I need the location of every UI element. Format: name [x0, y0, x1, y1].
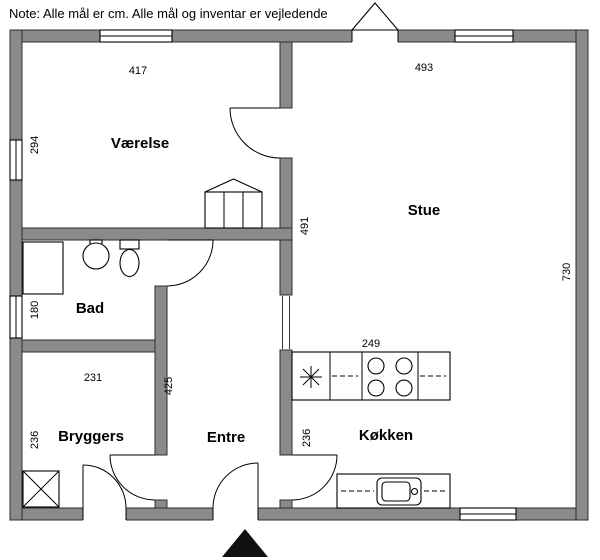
door-entre-main	[212, 462, 259, 521]
bathroom-sink	[82, 239, 110, 270]
door-swing-arc	[82, 464, 127, 509]
sink-drain	[410, 487, 419, 496]
dimension-labels: 417 493 231 249 294 180 236 491 425 236 …	[29, 62, 573, 449]
dim-house-height: 730	[561, 263, 573, 281]
dim-bryggers-width: 231	[84, 372, 102, 384]
room-label-vaerelse: Værelse	[111, 135, 169, 152]
window-bottom-koekken	[459, 507, 517, 521]
room-labels: Værelse Stue Bad Bryggers Entre Køkken	[58, 135, 440, 446]
door-leaf-triangle	[350, 2, 400, 31]
wardrobe-top	[204, 178, 263, 193]
walls	[9, 29, 589, 521]
wall-entre-koekken	[279, 349, 293, 456]
entrance-arrow-marker	[222, 529, 268, 557]
note-text: Note: Alle mål er cm. Alle mål og invent…	[9, 6, 328, 21]
burner-circle	[367, 357, 385, 375]
room-label-entre: Entre	[207, 429, 245, 446]
toilet-tank	[119, 239, 140, 250]
door-bad	[166, 239, 214, 287]
toilet	[119, 239, 140, 278]
wall-outer-right	[575, 29, 589, 521]
door-opening	[352, 29, 398, 43]
cabinet-outline	[22, 241, 64, 295]
dim-koekken-height: 236	[301, 429, 313, 447]
window-left-vaerelse	[9, 139, 23, 181]
room-label-bryggers: Bryggers	[58, 428, 124, 445]
door-swing-arc	[291, 454, 338, 501]
bathroom-cabinet	[22, 241, 64, 295]
appliance-symbol	[300, 366, 322, 388]
door-opening	[83, 507, 126, 521]
door-opening	[213, 507, 258, 521]
door-swing-arc	[166, 239, 214, 287]
wall-vaerelse-stue-upper	[279, 41, 293, 109]
door-swing-arc	[109, 454, 156, 501]
burner-circle	[367, 379, 385, 397]
burner-circle	[395, 379, 413, 397]
wall-entre-koekken-stub	[279, 499, 293, 509]
dim-stue-wall: 491	[299, 217, 311, 235]
kitchen-counter-lower	[336, 473, 451, 509]
dim-bad-height: 180	[29, 301, 41, 319]
wall-outer-left	[9, 29, 23, 521]
door-entre-koekken	[291, 454, 338, 501]
stove	[367, 357, 413, 397]
window-top-stue	[454, 29, 514, 43]
room-label-stue: Stue	[408, 202, 441, 219]
fixtures	[22, 178, 451, 557]
doors	[82, 2, 400, 521]
door-bryggers-entre	[109, 454, 156, 501]
wall-bad-entre	[154, 285, 168, 456]
toilet-bowl	[119, 248, 140, 278]
room-label-koekken: Køkken	[359, 427, 413, 444]
kitchen-counter-upper	[291, 351, 451, 401]
windows	[9, 29, 517, 521]
wardrobe	[204, 178, 263, 229]
dim-entre-height: 425	[163, 377, 175, 395]
wall-bad-bryggers	[21, 339, 168, 353]
wall-vaerelse-bad	[21, 227, 293, 241]
window-top-vaerelse	[99, 29, 173, 43]
window-left-bad	[9, 295, 23, 339]
dim-stue-width: 493	[415, 62, 433, 74]
wall-vaerelse-stue-lower	[279, 157, 293, 296]
door-stue-exterior	[350, 2, 400, 43]
wall-bryggers-entre-stub	[154, 499, 168, 509]
washing-machine-cross	[22, 470, 60, 508]
door-swing-arc	[212, 462, 259, 509]
washing-machine	[22, 470, 60, 508]
door-bryggers-exterior	[82, 464, 127, 521]
dim-vaerelse-height: 294	[29, 136, 41, 154]
sink-basin	[381, 481, 411, 502]
kitchen-sink	[376, 477, 422, 506]
dim-koekken-counter: 249	[362, 338, 380, 350]
wardrobe-body	[204, 191, 263, 229]
appliance-symbol-line	[302, 368, 320, 386]
sink-bowl	[82, 242, 110, 270]
burner-circle	[395, 357, 413, 375]
door-vaerelse-stue	[229, 107, 281, 159]
door-swing-arc	[229, 107, 281, 159]
passage-entre-stue	[282, 296, 290, 349]
dim-vaerelse-width: 417	[129, 65, 147, 77]
room-label-bad: Bad	[76, 300, 104, 317]
dim-bryggers-height: 236	[29, 431, 41, 449]
